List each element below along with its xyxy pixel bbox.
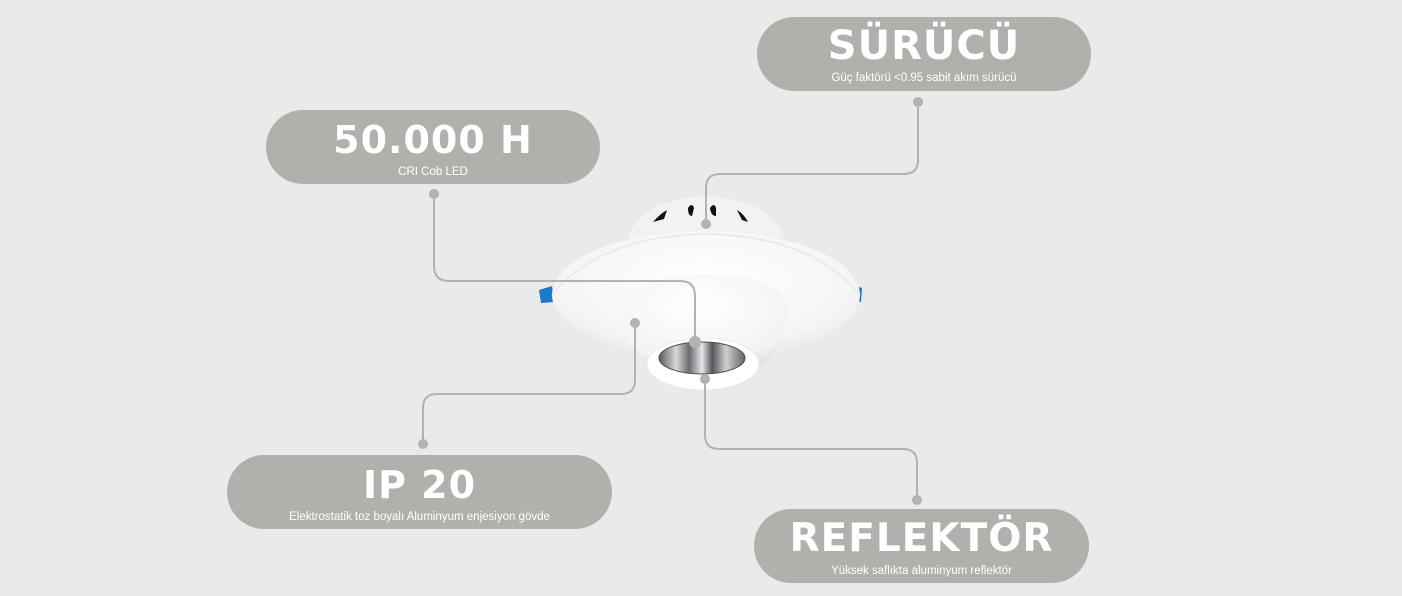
connector-dots [418,97,923,505]
dot-protection-product [630,318,640,328]
feature-driver-title: SÜRÜCÜ [827,23,1021,69]
dot-reflector-label [912,495,922,505]
gimbal-dome [620,274,790,366]
clip-left-icon [539,286,555,303]
feature-lifetime-subtitle: CRI Cob LED [398,166,468,178]
dot-lifetime-label [429,189,439,199]
dot-reflector-product [700,374,710,384]
connector-driver [705,102,919,224]
connector-reflector [704,379,918,500]
dot-driver-product [701,219,711,229]
connector-lifetime [433,194,696,342]
feature-lifetime: 50.000 H CRI Cob LED [266,110,600,184]
feature-driver-subtitle: Güç faktörü <0.95 sabit akım sürücü [831,72,1017,84]
connector-protection [422,323,636,444]
feature-reflector: REFLEKTÖR Yüksek saflıkta aluminyum refl… [754,509,1089,583]
feature-reflector-subtitle: Yüksek saflıkta aluminyum reflektör [831,565,1012,577]
connector-lines [422,102,919,500]
feature-protection-subtitle: Elektrostatik toz boyalı Aluminyum enjes… [289,511,550,523]
feature-driver: SÜRÜCÜ Güç faktörü <0.95 sabit akım sürü… [757,17,1091,91]
dot-lifetime-product [689,336,701,348]
feature-reflector-title: REFLEKTÖR [789,516,1054,561]
feature-protection-title: IP 20 [362,463,477,507]
dot-protection-label [418,439,428,449]
reflector [646,337,760,391]
feature-lifetime-title: 50.000 H [333,118,533,162]
feature-protection: IP 20 Elektrostatik toz boyalı Aluminyum… [227,455,612,529]
dot-driver-label [913,97,923,107]
